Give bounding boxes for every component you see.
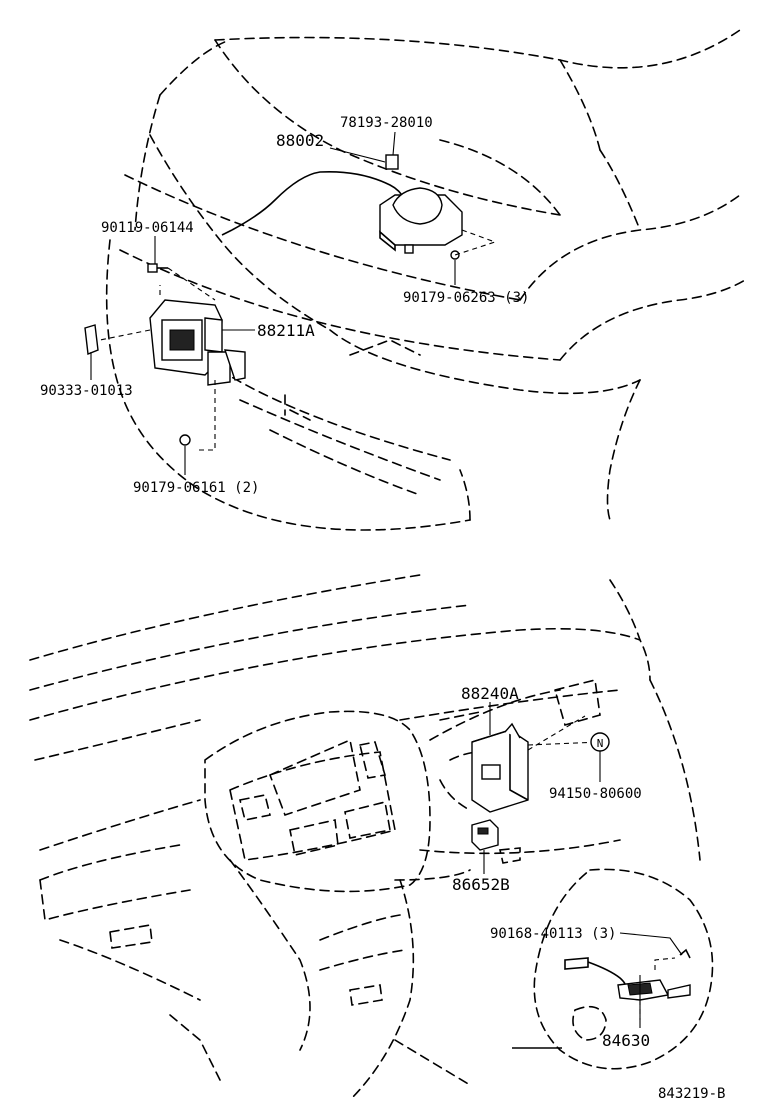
part-label-90179-06263: 90179-06263 (3): [403, 290, 529, 306]
bolt-90119: [147, 263, 216, 301]
label-plate-90333: [84, 324, 99, 355]
part-label-90333-01013: 90333-01013: [40, 383, 133, 399]
clip-78193: [385, 154, 399, 170]
diagram-code: 843219-B: [658, 1086, 725, 1102]
cruise-actuator: [379, 187, 497, 260]
nut-90179-06161: [179, 434, 191, 446]
part-label-78193-28010: 78193-28010: [340, 115, 433, 131]
note-N-label: N: [597, 737, 604, 750]
part-label-86652B: 86652B: [452, 875, 510, 894]
part-label-88002: 88002: [276, 131, 324, 150]
part-label-94150-80600: 94150-80600: [549, 786, 642, 802]
part-label-90179-06161: 90179-06161 (2): [133, 480, 259, 496]
ecu-88240A: [471, 715, 601, 813]
part-label-88211A: 88211A: [257, 321, 315, 340]
center-console: [169, 710, 471, 1101]
vehicle-front-outline: [105, 29, 746, 531]
cable-88002: [231, 170, 406, 231]
part-label-90119-06144: 90119-06144: [101, 220, 194, 236]
dashboard-outline: [29, 574, 701, 1001]
nut-94150-marker: N: [590, 732, 610, 752]
cruise-computer-88211A: [99, 285, 246, 451]
relay-86652B: [471, 819, 499, 851]
part-label-88240A: 88240A: [461, 684, 519, 703]
part-label-84630: 84630: [602, 1031, 650, 1050]
part-label-90168-40113: 90168-40113 (3): [490, 926, 616, 942]
